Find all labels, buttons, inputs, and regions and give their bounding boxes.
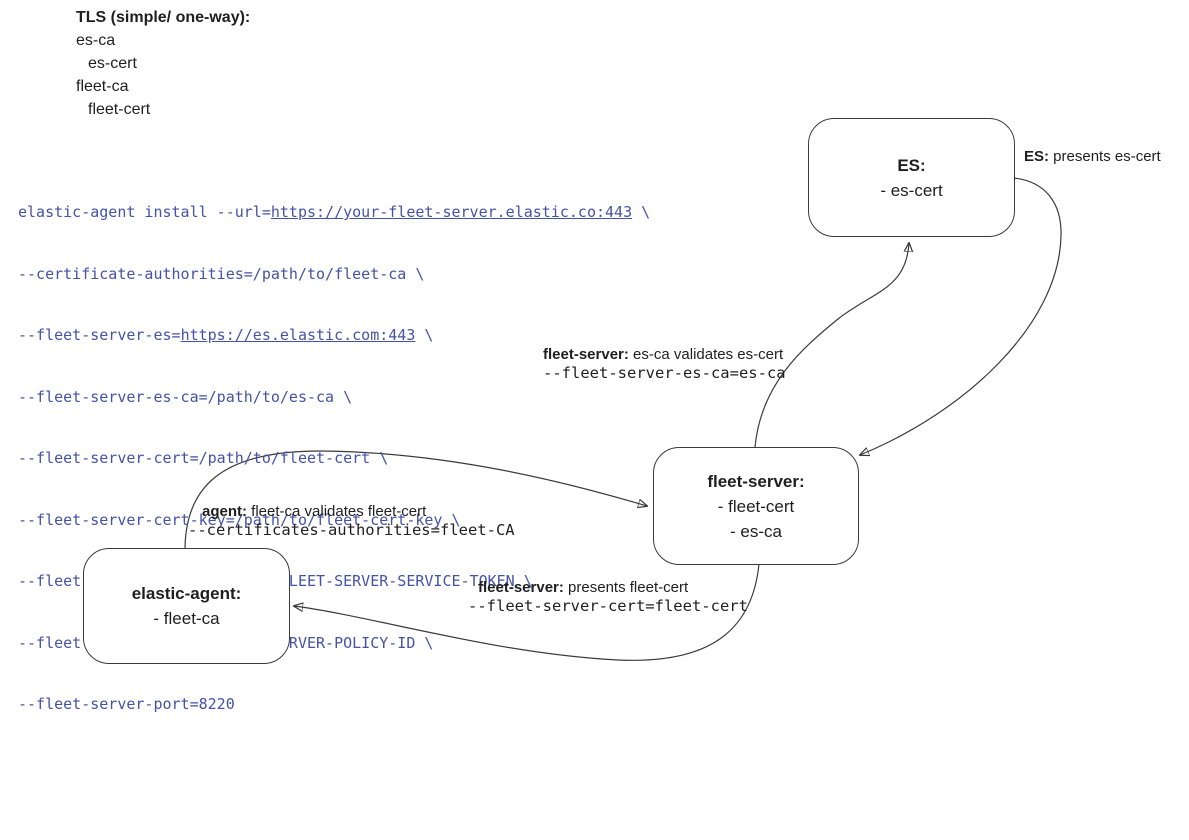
edge-label-command: --fleet-server-cert=fleet-cert	[468, 597, 748, 615]
edge-label-bold: fleet-server:	[478, 579, 564, 596]
code-text: --fleet-server-cert-key=/path/to/fleet-c…	[18, 510, 461, 529]
code-line: --fleet-server-port=8220	[18, 694, 650, 715]
edge-label-es-presents: ES: presents es-cert	[1024, 147, 1161, 166]
node-fleet-server-item: - fleet-cert	[717, 496, 795, 516]
code-text: --fleet-server-es=	[18, 326, 181, 344]
edge-label-command: --certificates-authorities=fleet-CA	[188, 521, 515, 539]
code-text: \	[415, 326, 434, 344]
tls-legend: TLS (simple/ one-way): es-ca es-cert fle…	[76, 6, 250, 121]
code-line: elastic-agent install --url=https://your…	[18, 202, 650, 223]
edge-label-text: fleet-server: presents fleet-cert	[468, 578, 748, 597]
tls-legend-item: es-cert	[88, 55, 137, 72]
code-line: --fleet-server-cert-key=/path/to/fleet-c…	[18, 510, 650, 531]
tls-legend-item: fleet-cert	[88, 101, 151, 118]
node-elastic-agent-title: elastic-agent:	[131, 584, 242, 603]
code-text: \	[632, 203, 651, 221]
es-url-link[interactable]: https://es.elastic.com:443	[180, 326, 416, 344]
edge-label-command: --fleet-server-es-ca=es-ca	[543, 364, 786, 382]
code-text: --fleet-server-es-ca=/path/to/es-ca \	[18, 387, 353, 406]
code-text: --certificate-authorities=/path/to/fleet…	[18, 264, 425, 283]
edge-label-rest: presents fleet-cert	[563, 579, 689, 596]
edge-label-rest: fleet-ca validates fleet-cert	[247, 503, 427, 520]
code-line: --fleet-server-es=https://es.elastic.com…	[18, 325, 650, 346]
tls-legend-heading: TLS (simple/ one-way):	[76, 9, 251, 26]
edge-label-bold: agent:	[202, 503, 247, 520]
code-text: --fleet-server-port=8220	[18, 695, 235, 713]
fleet-server-url-link[interactable]: https://your-fleet-server.elastic.co:443	[270, 203, 633, 221]
tls-legend-item: fleet-ca	[76, 78, 129, 95]
edge-label-bold: ES:	[1024, 148, 1050, 165]
code-line: --fleet-server-es-ca=/path/to/es-ca \	[18, 387, 650, 408]
node-elastic-agent-item: - fleet-ca	[153, 609, 220, 628]
edge-label-rest: es-ca validates es-cert	[628, 346, 784, 363]
tls-legend-item: es-ca	[76, 32, 116, 49]
edge-label-agent-validates-fleet: agent: fleet-ca validates fleet-cert --c…	[188, 502, 515, 540]
edge-label-fleet-validates-es: fleet-server: es-ca validates es-cert --…	[543, 345, 786, 383]
edge-label-bold: fleet-server:	[543, 346, 629, 363]
node-fleet-server-item: - es-ca	[730, 521, 782, 541]
node-fleet-server: fleet-server: - fleet-cert - es-ca	[653, 447, 859, 565]
node-es: ES: - es-cert	[808, 118, 1015, 237]
node-es-title: ES:	[897, 155, 926, 175]
edge-label-text: ES: presents es-cert	[1024, 147, 1161, 166]
code-line: --fleet-server-cert=/path/to/fleet-cert …	[18, 448, 650, 469]
code-line: --certificate-authorities=/path/to/fleet…	[18, 264, 650, 285]
edge-label-text: agent: fleet-ca validates fleet-cert	[188, 502, 515, 521]
edge-label-text: fleet-server: es-ca validates es-cert	[543, 345, 786, 364]
code-text: elastic-agent install --url=	[18, 203, 271, 221]
node-elastic-agent: elastic-agent: - fleet-ca	[83, 548, 290, 664]
install-command-block: elastic-agent install --url=https://your…	[18, 161, 650, 756]
edge-label-rest: presents es-cert	[1049, 148, 1161, 165]
node-fleet-server-title: fleet-server:	[707, 471, 805, 491]
node-es-item: - es-cert	[880, 180, 943, 200]
code-text: --fleet-server-cert=/path/to/fleet-cert …	[18, 449, 389, 467]
edge-label-fleet-presents-cert: fleet-server: presents fleet-cert --flee…	[468, 578, 748, 616]
